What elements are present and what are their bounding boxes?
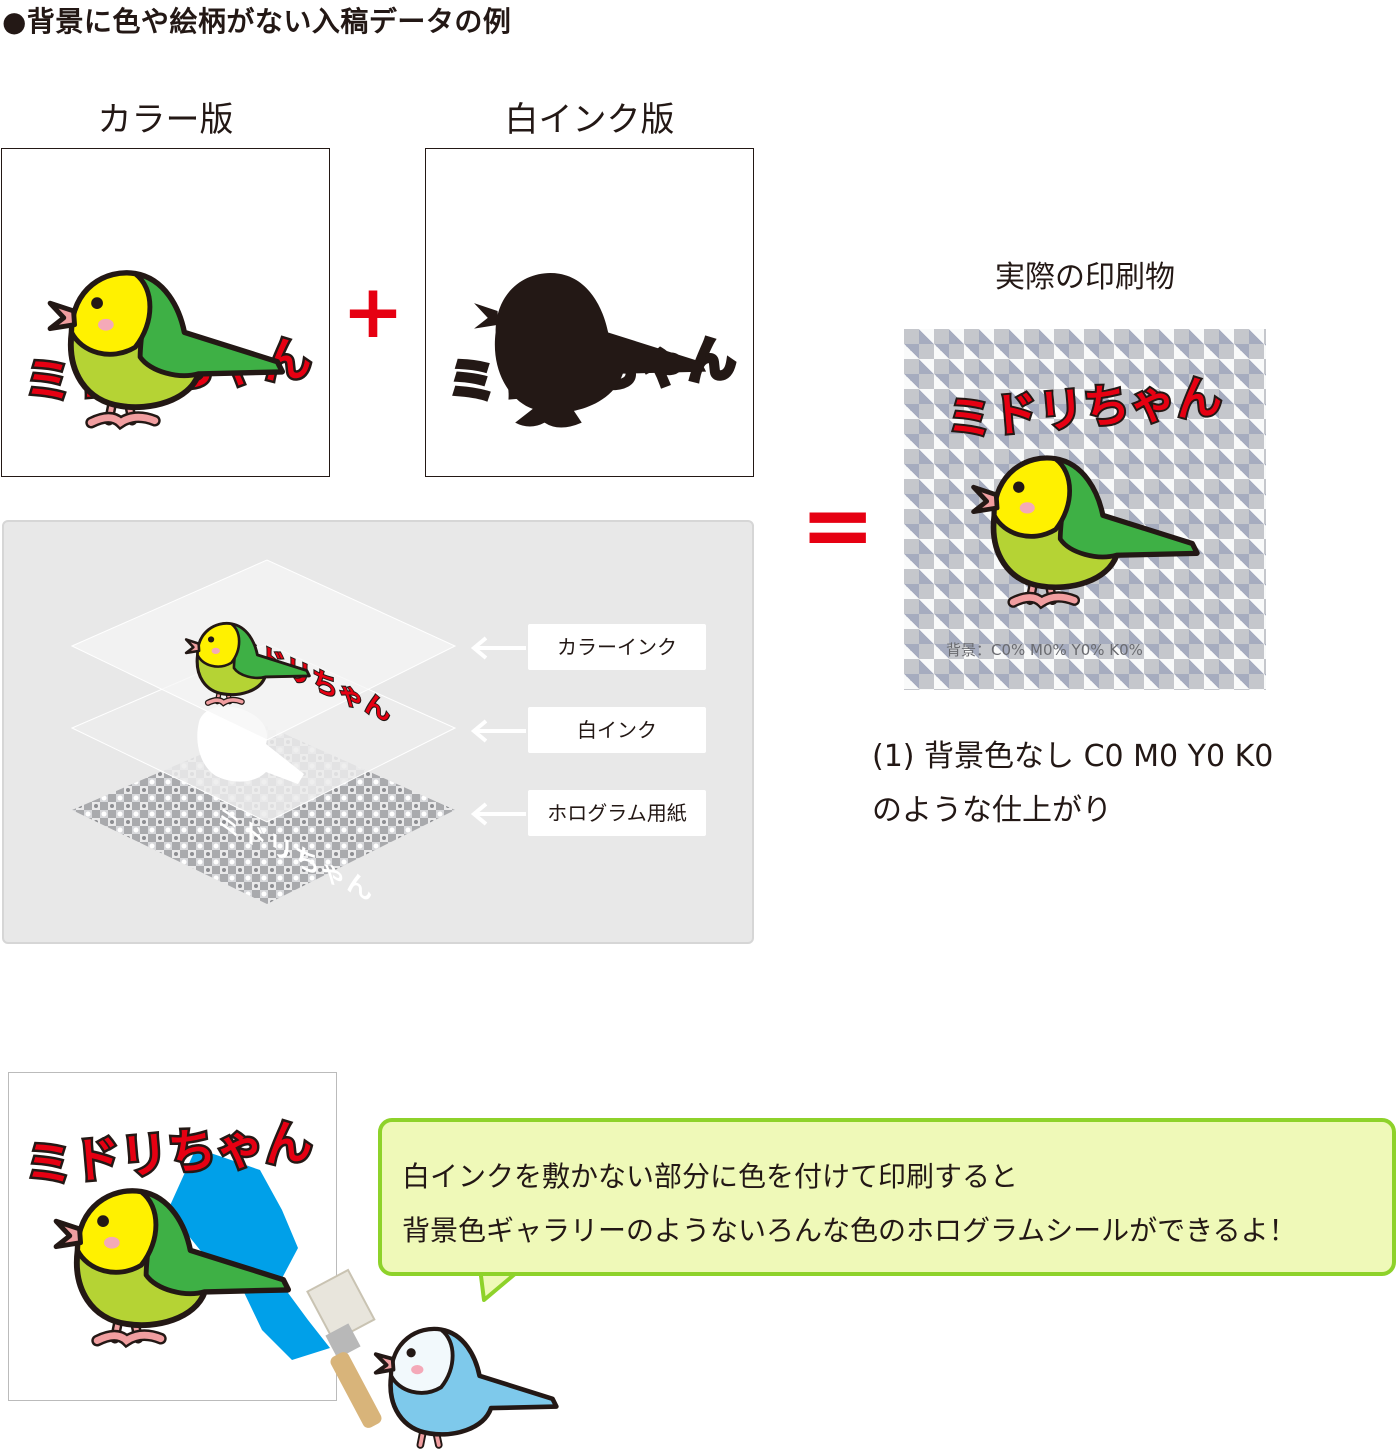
painting-illustration: ミドリちゃん — [20, 1111, 600, 1451]
painting-artwork-title: ミドリちゃん — [22, 1114, 314, 1195]
arrow-left-icon — [470, 802, 526, 826]
layer-label-color-ink: カラーインク — [528, 624, 706, 670]
plus-sign: + — [342, 269, 405, 355]
blue-paint-stroke — [168, 1148, 330, 1360]
equals-sign: = — [800, 473, 876, 578]
arrow-left-icon — [470, 719, 526, 743]
color-plate-label: カラー版 — [97, 100, 234, 140]
color-plate-artwork: ミドリちゃん — [19, 149, 316, 478]
result-caption-line-2: のような仕上がり — [872, 793, 1112, 828]
white-plate-frame: ミドリちゃん — [425, 148, 754, 477]
layer-stack-diagram: ミドリちゃん ミドリちゃん — [70, 559, 526, 908]
paintbrush-icon — [306, 1268, 382, 1428]
arrow-left-icon — [470, 636, 526, 660]
layer-label-white-ink: 白インク — [528, 707, 706, 753]
actual-print-label: 実際の印刷物 — [995, 260, 1175, 295]
sticker-background-spec: 背景：C0% M0% Y0% K0% — [946, 641, 1143, 659]
blue-parakeet-painter — [376, 1329, 557, 1445]
white-plate-artwork: ミドリちゃん — [443, 273, 740, 428]
speech-bubble: 白インクを敷かない部分に色を付けて印刷すると 背景色ギャラリーのようないろんな色… — [378, 1118, 1396, 1276]
white-plate-label: 白インク版 — [504, 100, 675, 140]
speech-bubble-line-2: 背景色ギャラリーのようないろんな色のホログラムシールができるよ！ — [402, 1214, 1297, 1247]
layer-arrows — [470, 636, 526, 826]
hologram-sticker-photo: ミドリちゃん 背景：C0% M0% Y0% K0% — [904, 329, 1266, 690]
layer-label-hologram-paper: ホログラム用紙 — [528, 790, 706, 836]
result-caption-line-1: (1) 背景色なし C0 M0 Y0 K0 — [872, 739, 1274, 774]
sticker-parakeet — [974, 458, 1197, 602]
color-ink-layer — [70, 559, 457, 741]
page-heading: ●背景に色や絵柄がない入稿データの例 — [2, 5, 512, 38]
color-plate-frame: ミドリちゃん — [1, 148, 330, 477]
white-ink-bird-shape — [197, 706, 304, 784]
speech-bubble-line-1: 白インクを敷かない部分に色を付けて印刷すると — [402, 1160, 1019, 1193]
result-caption: (1) 背景色なし C0 M0 Y0 K0 のような仕上がり — [872, 730, 1273, 838]
layer-diagram-panel: ミドリちゃん ミドリちゃん カラーインク 白インク ホログラム用紙 — [2, 520, 754, 944]
sticker-title: ミドリちゃん — [944, 369, 1224, 447]
